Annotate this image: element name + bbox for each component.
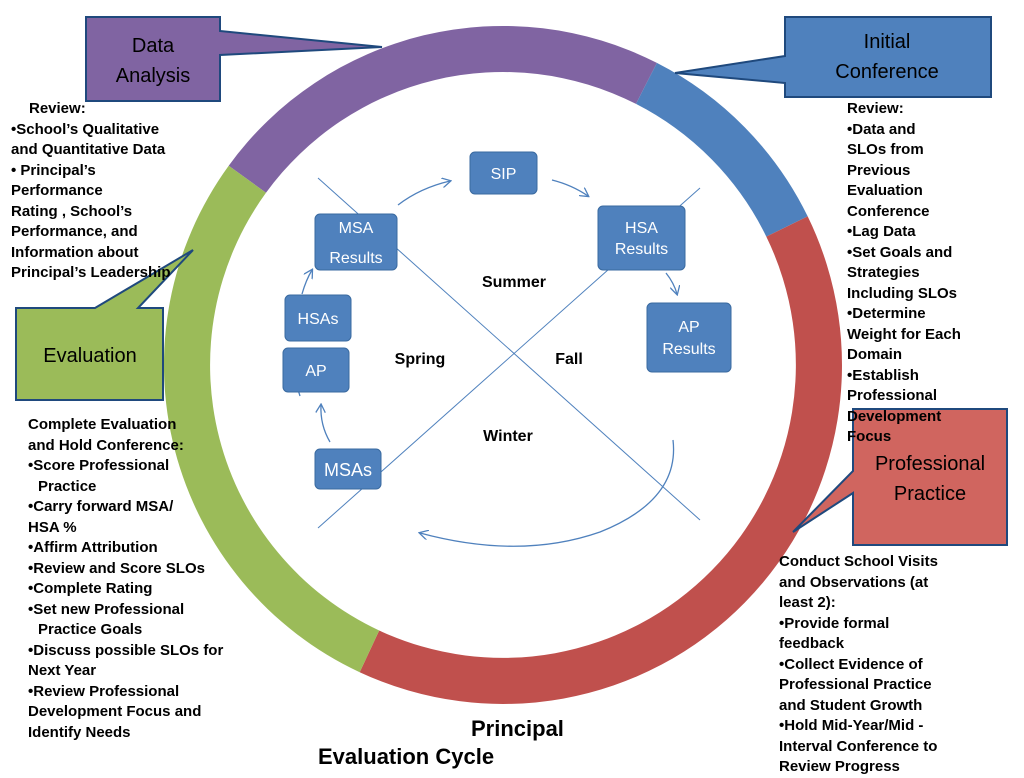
text-line: Conduct School Visits [779, 553, 938, 570]
text-line: Weight for Each [847, 325, 961, 343]
text-line: •Review Professional [28, 682, 180, 700]
text-line: SLOs from [847, 141, 924, 158]
text-line: least 2): [779, 594, 836, 611]
text-line: Including SLOs [847, 284, 958, 302]
text-line: Principal’s Leadership [11, 264, 171, 281]
flow-arrow-sip-to-hsa [551, 179, 588, 196]
text-line: Evaluation [847, 182, 923, 199]
season-fall: Fall [555, 351, 583, 368]
data-analysis-heading: Review: [29, 100, 86, 117]
text-line: Next Year [28, 662, 97, 679]
season-summer: Summer [482, 274, 546, 291]
evaluation-review-text: Complete Evaluation and Hold Conference: •… [28, 415, 223, 743]
text-line: and Student Growth [779, 696, 923, 714]
ring-segment-evaluation [163, 165, 380, 673]
text-line: •Complete Rating [28, 580, 153, 597]
season-winter: Winter [483, 428, 533, 445]
text-line: and Hold Conference: [28, 436, 184, 454]
text-line: Complete Evaluation [28, 416, 177, 433]
box-ap: AP [282, 347, 350, 393]
text-line: Strategies [847, 264, 920, 281]
box-sip: SIP [469, 151, 538, 195]
text-line: •Lag Data [847, 223, 916, 240]
flow-arrow-msa-to-sip [397, 181, 450, 206]
text-line: Information about [11, 243, 139, 261]
title-line-2: Evaluation Cycle [318, 744, 495, 769]
text-line: •Set Goals and [847, 243, 953, 261]
text-line: Previous [847, 161, 911, 179]
text-line: Professional [847, 387, 938, 404]
box-sip-label: SIP [491, 166, 517, 183]
text-line: feedback [779, 635, 845, 652]
text-line: •Review and Score SLOs [28, 559, 205, 577]
text-line: •Determine [847, 305, 926, 322]
box-msas: MSAs [314, 448, 382, 490]
box-ap-label: AP [305, 363, 326, 380]
text-line: Review Progress [779, 758, 900, 775]
ring-segment-data-analysis [228, 25, 657, 193]
callout-evaluation-label: Evaluation [43, 345, 136, 367]
text-line: •Data and [847, 120, 916, 138]
flow-arrow-hsas-to-msa [301, 270, 312, 295]
ring-segment-professional-practice [359, 216, 842, 704]
text-line: Performance [11, 182, 103, 199]
text-line: •Collect Evidence of [779, 655, 923, 673]
text-line: Review: [847, 100, 904, 117]
professional-practice-review-text: Conduct School Visits and Observations (a… [779, 552, 938, 778]
text-line: •Establish [847, 366, 919, 384]
text-line: Performance, and [11, 223, 138, 240]
text-line: Practice Goals [38, 621, 143, 638]
text-line: • Principal’s [11, 161, 96, 179]
text-line: •Discuss possible SLOs for [28, 641, 224, 659]
box-msas-label: MSAs [324, 460, 372, 480]
text-line: Interval Conference to [779, 737, 938, 755]
callout-evaluation: Evaluation [15, 249, 194, 401]
box-hsas: HSAs [284, 294, 352, 342]
text-line: Development Focus and [28, 703, 202, 720]
text-line: and Observations (at [779, 573, 929, 591]
flow-arrow-msas-to-ap [321, 405, 331, 443]
text-line: Identify Needs [28, 723, 131, 741]
text-line: Professional Practice [779, 676, 932, 693]
text-line: •Score Professional [28, 457, 170, 474]
text-line: •Carry forward MSA/ [28, 498, 174, 515]
flow-arrow-winter-curve [420, 439, 675, 547]
text-line: and Quantitative Data [11, 141, 166, 158]
text-line: Focus [847, 428, 892, 445]
title-line-1: Principal [471, 716, 564, 741]
ring-segment-initial-conference [636, 62, 808, 237]
box-hsas-label: HSAs [298, 311, 339, 328]
flow-arrow-hsa-to-ap [665, 272, 677, 294]
text-line: •Affirm Attribution [28, 539, 158, 556]
season-spring: Spring [395, 351, 446, 368]
text-line: Rating , School’s [11, 202, 133, 220]
text-line: •Provide formal [779, 614, 890, 632]
text-line: •Hold Mid-Year/Mid - [779, 717, 924, 734]
text-line: Development [847, 407, 942, 425]
text-line: •Set new Professional [28, 600, 185, 618]
text-line: Conference [847, 202, 930, 220]
text-line: HSA % [28, 518, 77, 536]
text-line: Practice [38, 477, 97, 495]
data-analysis-review-text: Review: •School’s Qualitative and Quantit… [11, 99, 171, 284]
text-line: •School’s Qualitative [11, 120, 160, 138]
text-line: Domain [847, 346, 903, 363]
